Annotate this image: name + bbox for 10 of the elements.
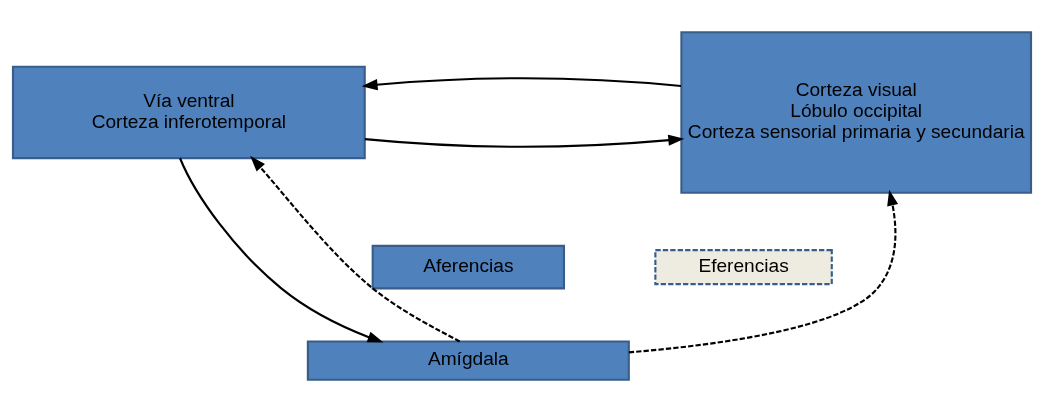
node-box: Amígdala	[306, 339, 630, 381]
arrow	[628, 189, 899, 353]
arrow	[361, 76, 682, 90]
node-box: Aferencias	[371, 244, 566, 289]
node-box: Corteza visual Lóbulo occipital Corteza sensorial primaria y secundaria	[680, 30, 1033, 194]
arrow	[364, 134, 685, 148]
node-box: Vía ventral Corteza inferotemporal	[11, 65, 366, 159]
node-box: Eferencias	[654, 248, 833, 285]
arrow	[179, 157, 384, 343]
arrow	[250, 155, 461, 342]
